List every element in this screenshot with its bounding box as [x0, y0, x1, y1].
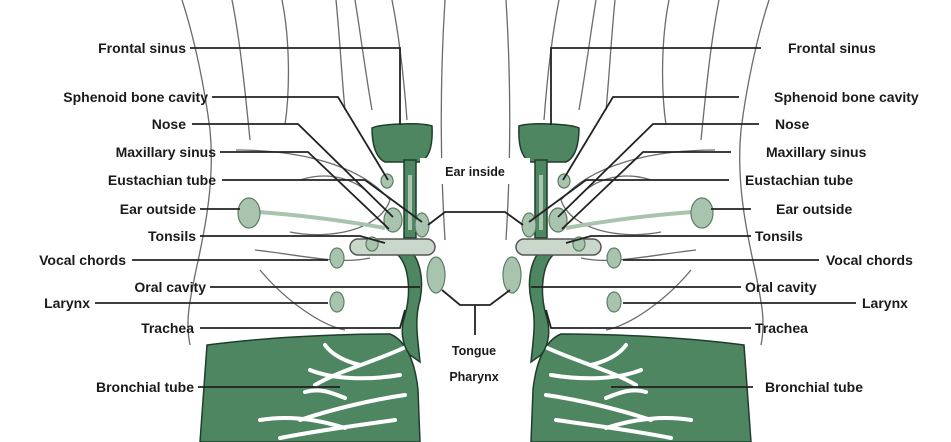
labels-center: Ear inside Tongue Pharynx	[445, 165, 505, 384]
label-pharynx: Pharynx	[449, 370, 498, 384]
eustachian-line-left	[258, 212, 385, 228]
label-bronchial-right: Bronchial tube	[765, 379, 863, 395]
label-trachea-right: Trachea	[755, 320, 808, 336]
label-frontal-sinus-left: Frontal sinus	[98, 40, 186, 56]
label-sphenoid-right: Sphenoid bone cavity	[774, 89, 919, 105]
label-vocal-right: Vocal chords	[826, 252, 913, 268]
lung-region-left	[200, 334, 420, 442]
label-eustachian-right: Eustachian tube	[745, 172, 853, 188]
label-ear-outside-right: Ear outside	[776, 201, 852, 217]
label-frontal-sinus-right: Frontal sinus	[788, 40, 876, 56]
label-ear-inside: Ear inside	[445, 165, 505, 179]
label-eustachian-left: Eustachian tube	[108, 172, 216, 188]
label-trachea-left: Trachea	[141, 320, 194, 336]
labels-right: Frontal sinus Sphenoid bone cavity Nose …	[745, 40, 919, 395]
lung-region-right	[531, 334, 751, 442]
label-oral-right: Oral cavity	[745, 279, 817, 295]
label-nose-right: Nose	[775, 116, 809, 132]
label-ear-outside-left: Ear outside	[120, 201, 196, 217]
vocal-bar-left	[350, 239, 435, 255]
label-sphenoid-left: Sphenoid bone cavity	[63, 89, 208, 105]
label-maxillary-left: Maxillary sinus	[116, 144, 217, 160]
label-tongue: Tongue	[452, 344, 496, 358]
label-tonsils-left: Tonsils	[148, 228, 196, 244]
vocal-bar-right	[516, 239, 601, 255]
label-bronchial-left: Bronchial tube	[96, 379, 194, 395]
label-larynx-left: Larynx	[44, 295, 90, 311]
label-larynx-right: Larynx	[862, 295, 908, 311]
label-nose-left: Nose	[152, 116, 186, 132]
label-oral-left: Oral cavity	[134, 279, 206, 295]
eustachian-line-right	[566, 212, 693, 228]
label-maxillary-right: Maxillary sinus	[766, 144, 867, 160]
label-vocal-left: Vocal chords	[39, 252, 126, 268]
label-tonsils-right: Tonsils	[755, 228, 803, 244]
